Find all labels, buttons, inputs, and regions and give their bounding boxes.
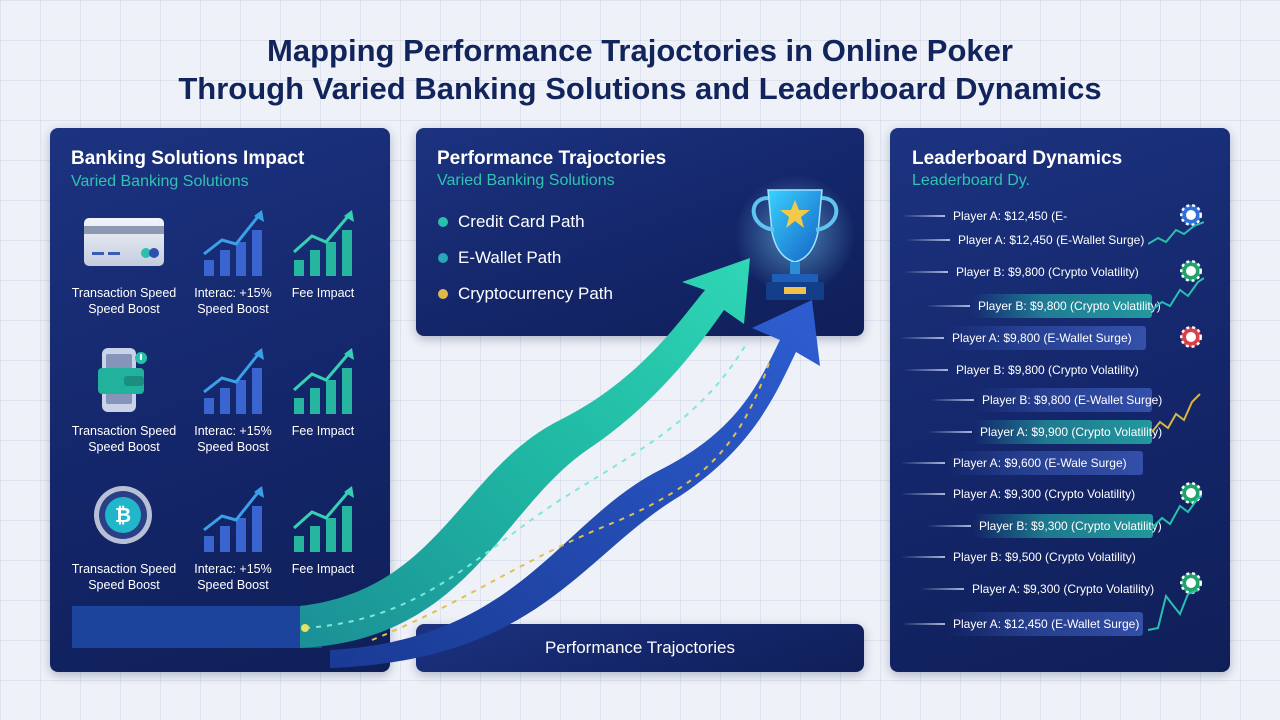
leaderboard-row: Player A: $12,450 (E-Wallet Surge) xyxy=(901,612,1143,636)
leaderboard-panel-title: Leaderboard Dynamics xyxy=(912,148,1123,169)
trophy-icon xyxy=(735,175,855,300)
leaderboard-row: Player B: $9,800 (Crypto Volatility) xyxy=(904,260,1149,284)
legend-cryptocurrency: Cryptocurrency Path xyxy=(438,284,613,304)
cell-line: Fee Impact xyxy=(291,424,355,438)
banking-panel-title: Banking Solutions Impact xyxy=(71,148,305,169)
teal-growth-chart-icon xyxy=(293,486,354,552)
cell-line: Speed Boost xyxy=(88,302,160,316)
transaction-speed-label: Transaction Speed Speed Boost xyxy=(69,285,179,317)
leaderboard-row: Player B: $9,800 (Crypto Volatility) xyxy=(904,358,1149,382)
cell-line: Speed Boost xyxy=(197,302,269,316)
cell-line: Fee Impact xyxy=(291,562,355,576)
legend-dot xyxy=(438,253,448,263)
teal-sparkline xyxy=(1148,589,1199,631)
leaderboard-row: Player A: $9,600 (E-Wale Surge) xyxy=(901,451,1143,475)
crypto-dashed-path xyxy=(371,359,771,641)
green-poker-chip-icon xyxy=(1180,572,1202,594)
cell-line: Speed Boost xyxy=(197,440,269,454)
legend-label: Cryptocurrency Path xyxy=(458,284,613,303)
svg-text:₿: ₿ xyxy=(115,503,131,527)
teal-growth-chart-icon xyxy=(293,348,354,414)
cell-line: Speed Boost xyxy=(197,578,269,592)
legend-dot xyxy=(438,289,448,299)
banking-solutions-panel: Banking Solutions Impact Varied Banking … xyxy=(50,128,390,672)
blue-growth-chart-icon xyxy=(203,210,264,276)
credit-card-trajectory-arrow xyxy=(300,258,750,648)
cell-line: Interac: +15% xyxy=(194,286,272,300)
leaderboard-row: Player A: $9,300 (Crypto Volatility) xyxy=(919,577,1164,601)
transaction-speed-label: Transaction Speed Speed Boost xyxy=(69,423,179,455)
legend-label: E-Wallet Path xyxy=(458,248,562,267)
leaderboard-row: Player A: $9,900 (Crypto Volatility) xyxy=(928,420,1162,444)
cell-line: Transaction Speed xyxy=(71,286,177,300)
bitcoin-icon: ₿ xyxy=(94,486,152,544)
leaderboard-panel-subtitle: Leaderboard Dy. xyxy=(912,172,1030,189)
gold-sparkline xyxy=(1152,393,1201,433)
e-wallet-icon xyxy=(98,348,147,412)
red-poker-chip-icon xyxy=(1180,326,1202,348)
teal-growth-chart-icon xyxy=(293,210,354,276)
page-title-line-2: Through Varied Banking Solutions and Lea… xyxy=(178,71,1102,106)
leaderboard-row: Player B: $9,800 (Crypto Volatility) xyxy=(926,294,1161,318)
page-title: Mapping Performance Trajoctories in Onli… xyxy=(0,32,1280,108)
legend-dot xyxy=(438,217,448,227)
blue-growth-chart-icon xyxy=(203,486,264,552)
leaderboard-row: Player B: $9,800 (E-Wallet Surge) xyxy=(930,388,1162,412)
interac-label: Interac: +15% Speed Boost xyxy=(178,285,288,317)
teal-sparkline xyxy=(1148,221,1204,245)
legend-credit-card: Credit Card Path xyxy=(438,212,585,232)
banking-panel-subtitle: Varied Banking Solutions xyxy=(71,173,249,190)
fee-impact-label: Fee Impact xyxy=(268,561,378,577)
teal-sparkline xyxy=(1152,277,1204,311)
leaderboard-row: Player B: $9,300 (Crypto Volatility) xyxy=(927,514,1162,538)
green-poker-chip-icon xyxy=(1180,482,1202,504)
trajectories-panel-title: Performance Trajoctories xyxy=(437,148,667,169)
fee-impact-label: Fee Impact xyxy=(268,423,378,439)
credit-card-dashed-path xyxy=(304,345,746,629)
path-start-dot xyxy=(301,624,309,632)
leaderboard-row: Player A: $9,800 (E-Wallet Surge) xyxy=(900,326,1146,350)
cell-line: Interac: +15% xyxy=(194,424,272,438)
leaderboard-row: Player A: $12,450 (E- xyxy=(900,204,1077,228)
green-poker-chip-icon xyxy=(1180,260,1202,282)
cell-line: Interac: +15% xyxy=(194,562,272,576)
page-title-line-1: Mapping Performance Trajoctories in Onli… xyxy=(267,33,1013,68)
legend-label: Credit Card Path xyxy=(458,212,585,231)
fee-impact-label: Fee Impact xyxy=(268,285,378,301)
cell-line: Transaction Speed xyxy=(71,562,177,576)
cell-line: Transaction Speed xyxy=(71,424,177,438)
cell-line: Speed Boost xyxy=(88,440,160,454)
trajectories-panel-subtitle: Varied Banking Solutions xyxy=(437,172,615,189)
legend-e-wallet: E-Wallet Path xyxy=(438,248,561,268)
leaderboard-panel: Leaderboard Dynamics Leaderboard Dy. Pla… xyxy=(890,128,1230,672)
blue-growth-chart-icon xyxy=(203,348,264,414)
cell-line: Speed Boost xyxy=(88,578,160,592)
credit-card-icon xyxy=(84,218,164,266)
interac-label: Interac: +15% Speed Boost xyxy=(178,423,288,455)
cell-line: Fee Impact xyxy=(291,286,355,300)
leaderboard-row: Player B: $9,500 (Crypto Volatility) xyxy=(901,545,1146,569)
trajectories-footer-label: Performance Trajoctories xyxy=(545,638,735,657)
trajectory-start-bar xyxy=(72,606,322,648)
teal-sparkline xyxy=(1152,495,1202,529)
interac-label: Interac: +15% Speed Boost xyxy=(178,561,288,593)
blue-poker-chip-icon xyxy=(1180,204,1202,226)
leaderboard-row: Player A: $9,300 (Crypto Volatility) xyxy=(900,482,1145,506)
leaderboard-row: Player A: $12,450 (E-Wallet Surge) xyxy=(905,228,1154,252)
transaction-speed-label: Transaction Speed Speed Boost xyxy=(69,561,179,593)
